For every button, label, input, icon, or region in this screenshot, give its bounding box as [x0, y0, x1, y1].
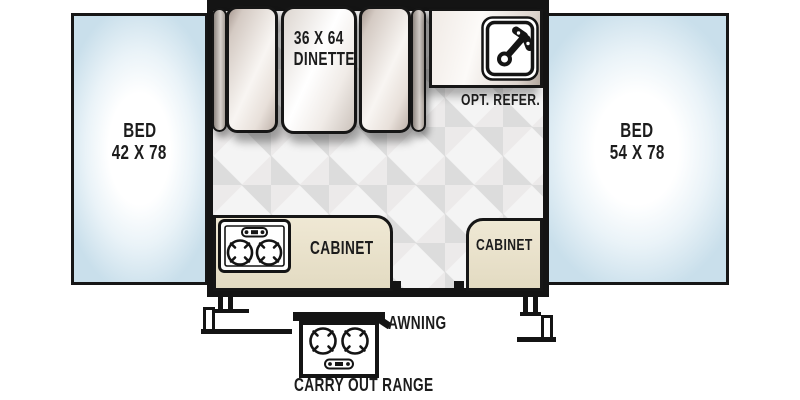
dinette-label: DINETTE [293, 49, 355, 69]
bed-right: BED 54 X 78 [545, 13, 729, 285]
dinette-size-label: 36 X 64 [294, 28, 344, 48]
cabinet-right-label: CABINET [476, 237, 533, 254]
bed-left-label: BED [122, 120, 157, 142]
cabinet-right [466, 218, 543, 291]
range-icon [218, 219, 291, 273]
bed-left: BED 42 X 78 [71, 13, 208, 285]
door-jamb-left [391, 281, 401, 289]
carry-out-range-label: CARRY OUT RANGE [294, 375, 434, 395]
bed-left-size: 42 X 78 [111, 142, 168, 164]
bed-right-label: BED [620, 120, 654, 142]
cabinet-left-label: CABINET [310, 238, 374, 258]
trailer-body: 36 X 64 DINETTE OPT. REFER. [207, 0, 549, 297]
sink-icon [481, 16, 539, 81]
awning-label: AWNING [388, 313, 447, 333]
dinette-bench-right [359, 6, 411, 133]
awning-bar [293, 312, 385, 321]
dinette-table: 36 X 64 DINETTE [281, 6, 357, 134]
dinette-seat-back-left [212, 8, 227, 132]
bed-right-size: 54 X 78 [609, 142, 665, 164]
opt-refer-label: OPT. REFER. [460, 92, 540, 109]
carry-out-range-icon [299, 321, 379, 378]
dinette-bench-left [226, 6, 278, 133]
dinette-seat-back-right [411, 8, 426, 132]
door-jamb-right [454, 281, 464, 289]
